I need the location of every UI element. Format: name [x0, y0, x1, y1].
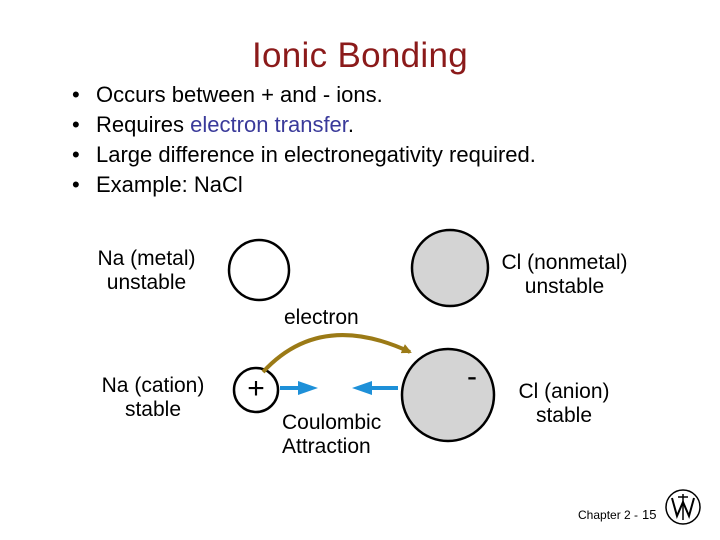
bullet-item: • Requires electron transfer.	[72, 110, 536, 140]
cl-anion-label: Cl (anion) stable	[500, 380, 628, 428]
bullet-text: Large difference in electronegativity re…	[96, 142, 536, 167]
bullet-dot: •	[72, 142, 80, 167]
na-cation-line1: Na (cation)	[101, 374, 205, 397]
bullet-dot: •	[72, 82, 80, 107]
bullet-item: • Occurs between + and - ions.	[72, 80, 536, 110]
electron-label: electron	[284, 306, 359, 329]
bullet-item: • Example: NaCl	[72, 170, 536, 200]
coulombic-attraction-label: Coulombic Attraction	[282, 411, 381, 459]
na-cation-label: Na (cation) stable	[88, 374, 218, 422]
publisher-logo	[665, 489, 701, 525]
chapter-label: Chapter 2 -	[578, 508, 639, 522]
na-cation-circle	[232, 366, 280, 414]
cl-anion-circle	[400, 347, 496, 443]
bullet-text: Example: Na	[96, 172, 222, 197]
coulombic-line2: Attraction	[282, 435, 371, 458]
bullet-highlight: electron transfer	[190, 112, 348, 137]
slide-footer: Chapter 2 -15	[578, 507, 657, 522]
electron-transfer-arrow	[261, 333, 412, 374]
na-metal-line2: unstable	[106, 271, 187, 294]
bullet-text: Occurs between + and - ions.	[96, 82, 383, 107]
bullet-text: Requires	[96, 112, 191, 137]
na-cation-line2: stable	[124, 398, 182, 421]
bullet-list: • Occurs between + and - ions. • Require…	[72, 80, 536, 200]
attraction-arrow-left-head	[298, 381, 318, 395]
minus-charge: -	[467, 360, 477, 393]
attraction-arrow-right-head	[352, 381, 372, 395]
na-metal-label: Na (metal) unstable	[84, 247, 209, 295]
plus-charge: +	[247, 372, 265, 405]
bullet-item: • Large difference in electronegativity …	[72, 140, 536, 170]
bullet-dot: •	[72, 172, 80, 197]
slide-title: Ionic Bonding	[251, 36, 468, 75]
bullet-text-end: Cl	[221, 172, 243, 197]
cl-nonmetal-line1: Cl (nonmetal)	[501, 251, 628, 274]
cl-nonmetal-line2: unstable	[524, 275, 605, 298]
coulombic-line1: Coulombic	[282, 411, 382, 434]
na-atom-circle	[227, 238, 291, 302]
bullet-text-end: .	[347, 112, 355, 137]
bullet-dot: •	[72, 112, 80, 137]
na-metal-line1: Na (metal)	[97, 247, 196, 270]
page-number: 15	[642, 507, 657, 522]
cl-atom-circle	[410, 228, 490, 308]
cl-anion-line2: stable	[535, 404, 593, 427]
cl-anion-line1: Cl (anion)	[518, 380, 610, 403]
cl-nonmetal-label: Cl (nonmetal) unstable	[487, 251, 642, 299]
